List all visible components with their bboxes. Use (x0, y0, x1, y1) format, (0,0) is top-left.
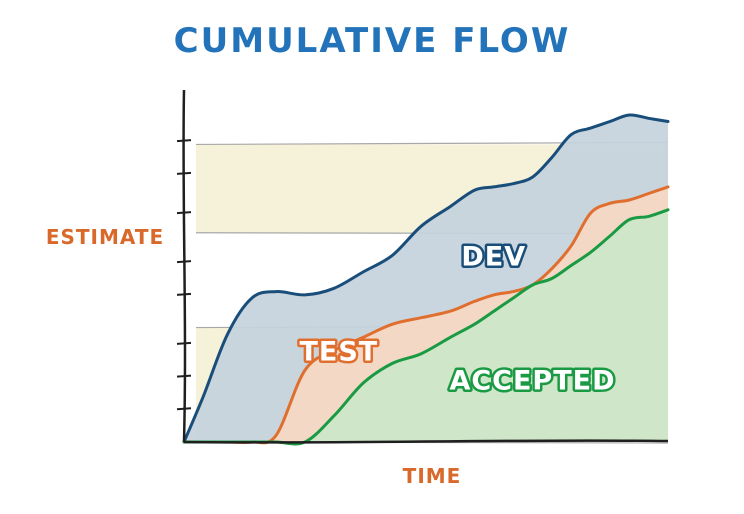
series-label-test: TEST (300, 336, 379, 367)
y-axis-line (182, 89, 187, 443)
series-label-accepted: ACCEPTED (449, 366, 615, 397)
x-axis-label: TIME (403, 464, 462, 488)
y-axis-tick (176, 407, 192, 411)
y-axis-tick (176, 211, 192, 215)
y-axis-tick (176, 292, 192, 296)
x-axis-line (183, 439, 669, 444)
y-axis-tick (176, 260, 192, 264)
series-label-dev: DEV (461, 241, 526, 272)
y-axis-label: ESTIMATE (46, 225, 164, 249)
chart-title: CUMULATIVE FLOW (174, 21, 571, 61)
y-axis-tick (176, 374, 192, 378)
y-axis-tick (176, 171, 192, 175)
series-line-dev (182, 113, 670, 444)
area-accepted (184, 209, 668, 444)
y-axis-tick (176, 139, 192, 143)
y-axis-tick (176, 341, 192, 345)
